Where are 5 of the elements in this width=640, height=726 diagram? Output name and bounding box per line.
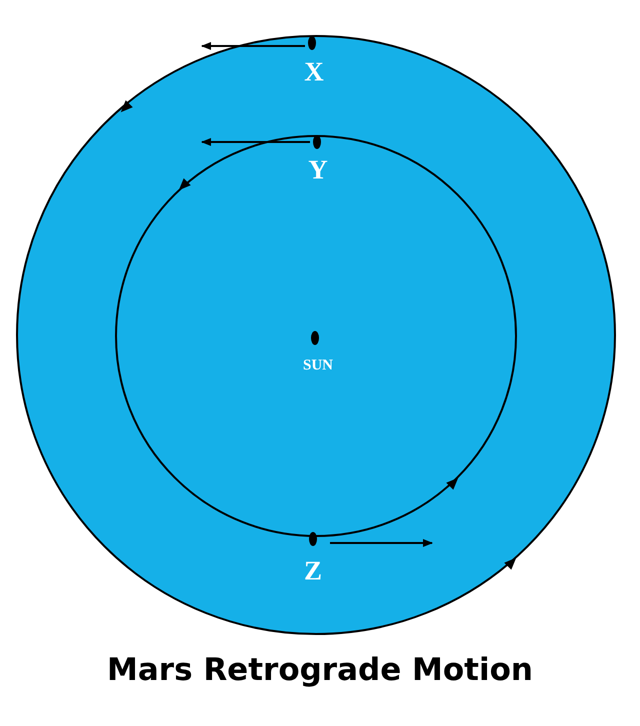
planet-label: Z — [304, 558, 322, 584]
planet-label: X — [304, 58, 324, 86]
planet-label: Y — [308, 156, 328, 184]
sun-label: SUN — [303, 358, 333, 374]
caption: Mars Retrograde Motion — [106, 652, 534, 688]
